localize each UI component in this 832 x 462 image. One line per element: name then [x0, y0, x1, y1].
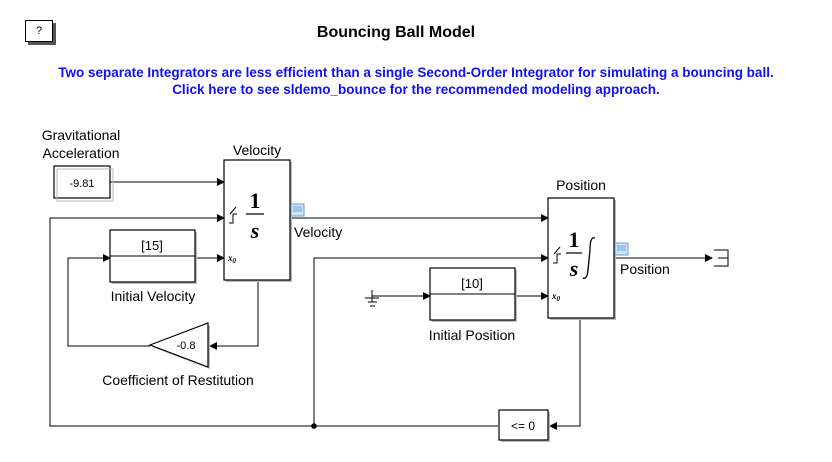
signal-lines — [49, 178, 713, 430]
position-ic-port-label: x0 — [551, 291, 561, 303]
velocity-integrator-numerator: 1 — [250, 188, 261, 213]
help-button[interactable]: ? — [25, 20, 53, 42]
position-signal-label: Position — [620, 261, 670, 277]
model-title: Bouncing Ball Model — [316, 24, 476, 41]
gravity-value: -9.81 — [69, 178, 94, 190]
position-integrator-denominator: s — [569, 256, 579, 281]
velocity-ic-port-label: x0 — [227, 253, 237, 265]
initial-velocity-block[interactable]: [15] — [109, 229, 197, 284]
restitution-gain-block[interactable]: -0.8 — [148, 322, 210, 369]
initial-position-block[interactable]: [10] — [429, 267, 517, 322]
velocity-signal-label: Velocity — [294, 224, 343, 240]
ground-icon[interactable] — [365, 290, 379, 307]
saturation-icon — [582, 237, 596, 279]
velocity-viewer-icon[interactable] — [290, 203, 305, 217]
velocity-state-signal[interactable] — [209, 280, 259, 350]
initial-position-value: [10] — [461, 276, 483, 291]
compare-to-zero-block[interactable]: <= 0 — [498, 409, 550, 442]
velocity-integrator-block[interactable]: 1 s x0 — [223, 159, 292, 282]
position-integrator-block[interactable]: 1 s x0 — [547, 197, 616, 320]
reset-to-velocity-signal[interactable] — [49, 214, 314, 427]
reset-to-position-signal[interactable] — [313, 254, 549, 426]
restitution-gain-name: Coefficient of Restitution — [102, 372, 254, 388]
restitution-gain-value: -0.8 — [177, 340, 196, 352]
gravity-block-name-line-2: Acceleration — [42, 145, 120, 161]
position-integrator-numerator: 1 — [569, 227, 580, 252]
position-reset-port-icon — [553, 253, 561, 264]
initial-position-name: Initial Position — [428, 327, 516, 343]
position-viewer-icon[interactable] — [614, 242, 629, 256]
initial-velocity-value: [15] — [141, 238, 163, 253]
branch-point — [311, 423, 317, 429]
annotation-link-line[interactable]: Click here to see sldemo_bounce for the … — [172, 82, 660, 97]
velocity-integrator-name: Velocity — [232, 142, 282, 158]
terminator-icon[interactable] — [714, 249, 729, 267]
initial-velocity-name: Initial Velocity — [110, 288, 196, 304]
position-state-signal[interactable] — [549, 318, 581, 430]
position-integrator-name: Position — [556, 177, 606, 193]
reset-port-icon — [229, 213, 237, 224]
velocity-integrator-denominator: s — [250, 218, 260, 243]
annotation-line-1[interactable]: Two separate Integrators are less effici… — [58, 65, 774, 80]
gravity-constant-block[interactable]: -9.81 — [53, 165, 114, 202]
compare-value: <= 0 — [511, 419, 535, 433]
gravity-block-name-line-1: Gravitational — [41, 127, 121, 143]
restitution-signal[interactable] — [67, 254, 150, 347]
